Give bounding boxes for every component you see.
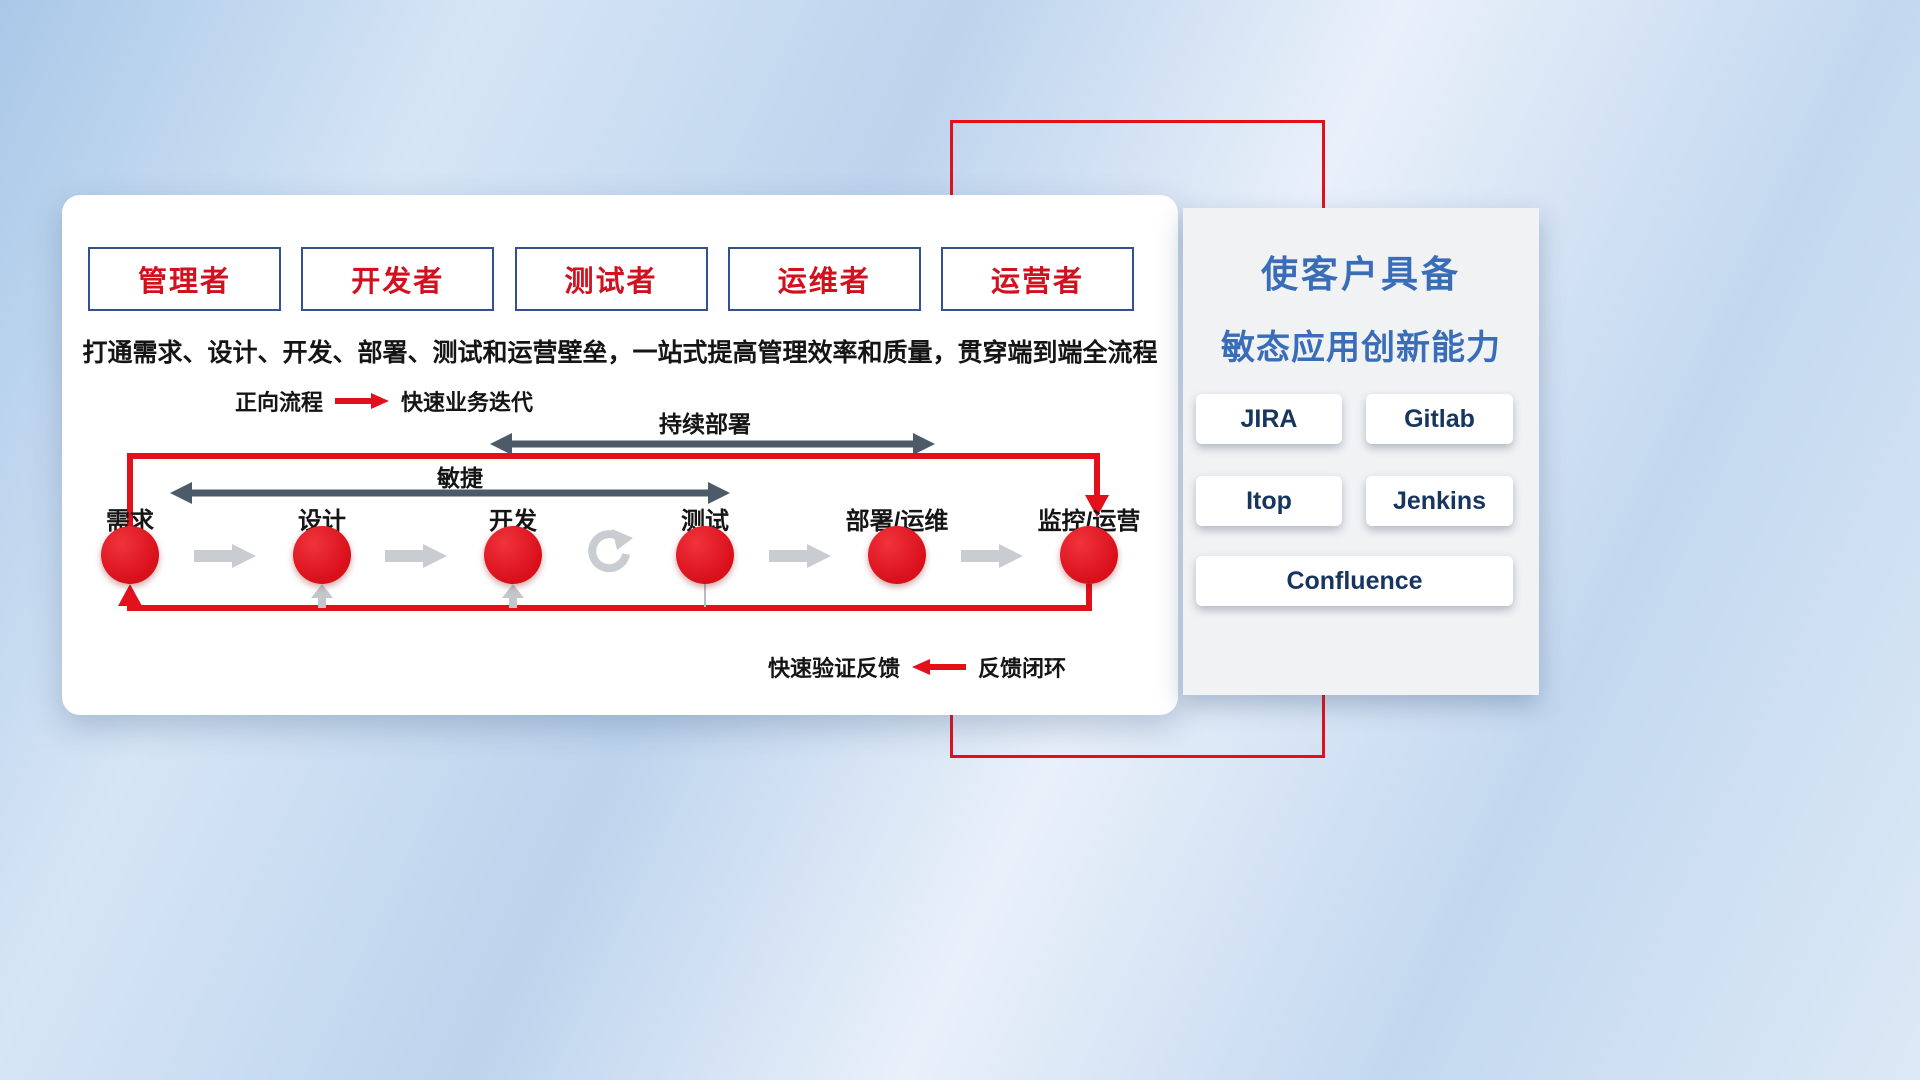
flow-node-circle-monitor-operate (1060, 526, 1118, 584)
feedback-up-arrow-stem (318, 597, 326, 608)
legend-feedback: 快速验证反馈 反馈闭环 (768, 651, 1066, 683)
feedback-arrow-icon (912, 659, 967, 675)
forward-arrow-icon (335, 393, 390, 409)
agile-range-arrow-icon (170, 482, 730, 504)
tool-chip-jenkins: Jenkins (1366, 476, 1513, 526)
process-description: 打通需求、设计、开发、部署、测试和运营壁垒，一站式提高管理效率和质量，贯穿端到端… (82, 339, 1158, 367)
flow-node-circle-develop (484, 526, 542, 584)
step-arrow-icon (769, 544, 831, 568)
feedback-up-arrow-icon (502, 584, 524, 598)
iteration-loop-icon (588, 529, 633, 573)
forward-loop-line-right (1094, 453, 1100, 497)
role-box-developer: 开发者 (301, 247, 495, 311)
feedback-loop-line-bottom (127, 605, 1092, 611)
role-box-manager: 管理者 (88, 247, 281, 311)
role-box-ops: 运维者 (727, 247, 921, 311)
tool-chip-confluence: Confluence (1196, 556, 1513, 606)
legend-forward-label: 正向流程 (235, 390, 324, 415)
role-box-tester: 测试者 (514, 247, 708, 311)
tool-chip-jira: JIRA (1196, 394, 1342, 444)
devops-process-panel: 管理者 开发者 测试者 运维者 运营者 打通需求、设计、开发、部署、测试和运营壁… (62, 195, 1178, 715)
capability-title-line2: 敏态应用创新能力 (1221, 329, 1501, 367)
legend-feedback-text: 快速验证反馈 (768, 656, 901, 681)
step-arrow-icon (194, 544, 256, 568)
forward-loop-line-top (127, 453, 1100, 459)
role-box-operator: 运营者 (941, 247, 1134, 311)
flow-node-circle-requirement (101, 526, 159, 584)
feedback-drop-line (704, 584, 706, 607)
step-arrow-icon (385, 544, 447, 568)
step-arrow-icon (961, 544, 1023, 568)
continuous-deploy-label: 持续部署 (659, 411, 751, 437)
legend-feedback-label: 反馈闭环 (978, 656, 1067, 681)
legend-forward-text: 快速业务迭代 (401, 390, 534, 415)
tool-chip-itop: Itop (1196, 476, 1342, 526)
flow-node-circle-design (293, 526, 351, 584)
capability-panel: 使客户具备 敏态应用创新能力 JIRA Gitlab Itop Jenkins … (1183, 208, 1539, 695)
flow-node-circle-deploy-ops (868, 526, 926, 584)
continuous-deploy-range-arrow-icon (490, 433, 935, 455)
roles-row: 管理者 开发者 测试者 运维者 运营者 (88, 247, 1134, 311)
capability-title-line1: 使客户具备 (1261, 254, 1461, 295)
feedback-up-arrow-icon (311, 584, 333, 598)
forward-loop-arrowhead-icon (1085, 495, 1109, 517)
forward-loop-line-left (127, 453, 133, 526)
flow-node-circle-test (676, 526, 734, 584)
feedback-loop-line-right (1086, 584, 1092, 608)
agile-label: 敏捷 (437, 465, 483, 491)
feedback-up-arrow-stem (509, 597, 517, 608)
feedback-loop-arrowhead-icon (118, 584, 142, 606)
legend-forward: 正向流程 快速业务迭代 (235, 385, 533, 417)
tool-chip-gitlab: Gitlab (1366, 394, 1513, 444)
